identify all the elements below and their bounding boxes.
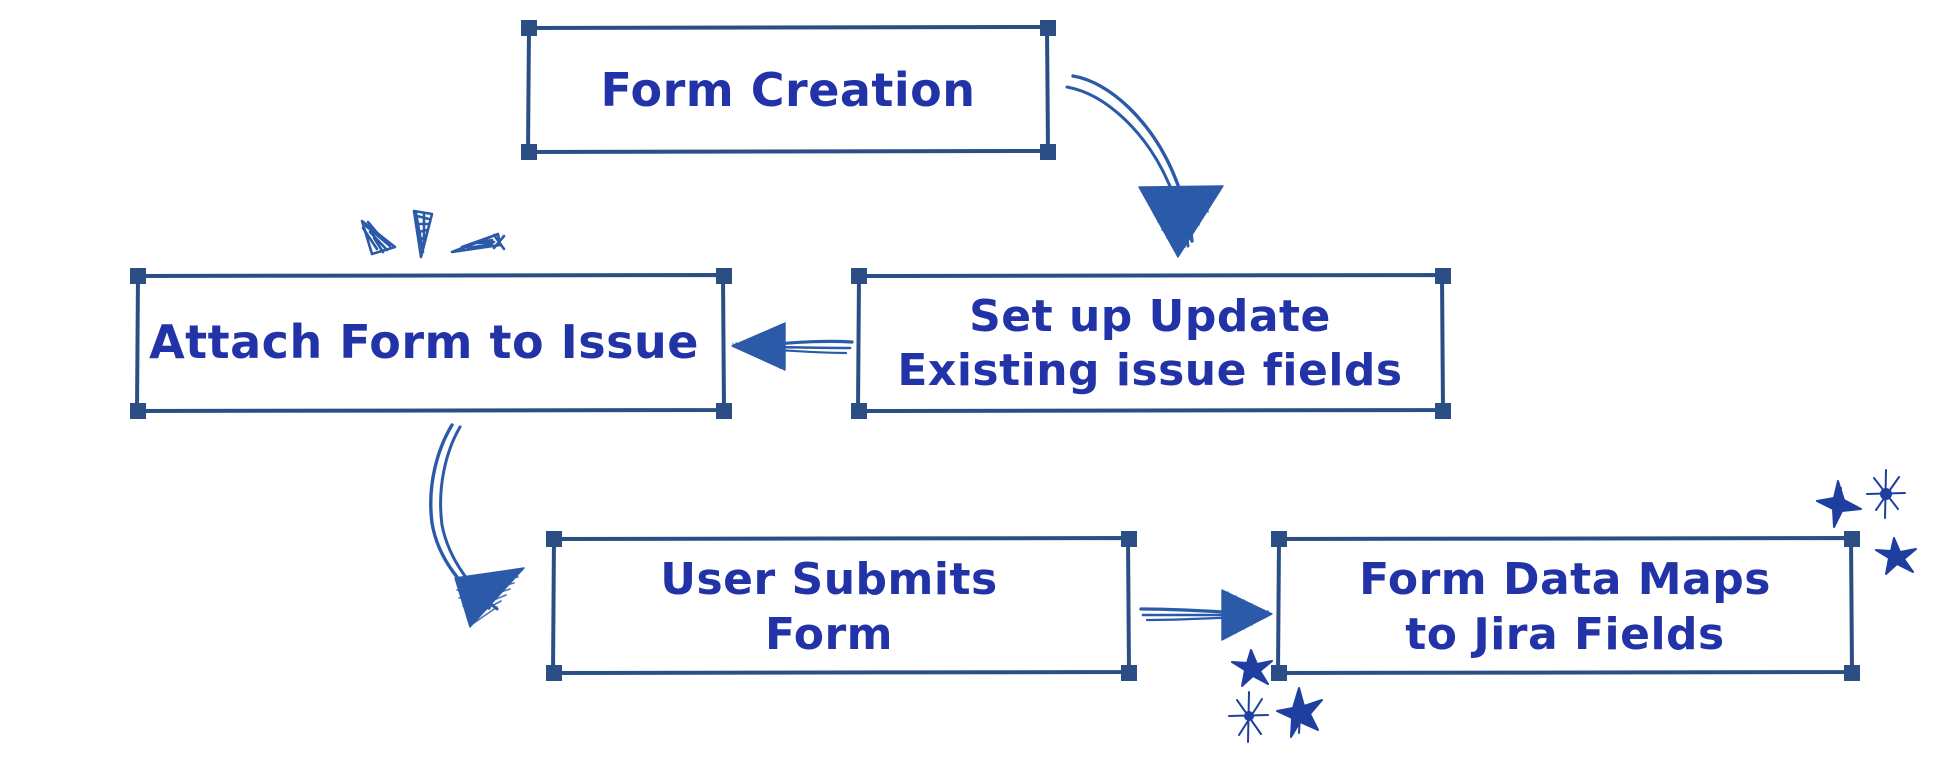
sparkle-star-icon-4 [1231,649,1273,687]
node-form-creation-border [526,25,1050,154]
node-user-submits-form-handle-tl[interactable] [546,531,562,547]
node-set-up-update-label-line-2: Existing issue fields [897,345,1402,396]
node-user-submits-form-handle-bl[interactable] [546,665,562,681]
node-attach-form-to-issue-label-line-1: Attach Form to Issue [149,315,699,369]
edge-set-up-update-to-attach-form[interactable] [731,322,854,371]
sparkle-star-icon-2 [1866,469,1906,519]
node-user-submits-form-fill [553,538,1129,673]
node-form-data-maps-fill [1278,538,1852,673]
edge-form-creation-to-set-up-update[interactable] [1065,74,1224,258]
node-set-up-update-handle-bl[interactable] [851,403,867,419]
sparkle-star-icon-6 [1276,687,1323,738]
sparkle-star-icon-5 [1228,691,1269,743]
node-form-data-maps-handle-tr[interactable] [1844,531,1860,547]
node-set-up-update-handle-tl[interactable] [851,268,867,284]
node-set-up-update-fill [858,275,1443,411]
node-user-submits-form-label-line-1: User Submits [660,554,997,605]
node-form-data-maps-handle-br[interactable] [1844,665,1860,681]
node-attach-form-to-issue-border [135,273,726,413]
node-set-up-update-existing-issue-fields[interactable]: Set up Update Existing issue fields [851,268,1451,419]
sparkle-star-icon-3 [1875,537,1917,575]
node-form-creation-fill [528,27,1048,152]
node-set-up-update-handle-tr[interactable] [1435,268,1451,284]
edge-4-arrowhead-scribble [1223,591,1271,638]
node-form-creation-handle-tr[interactable] [1040,20,1056,36]
node-user-submits-form-label-line-2: Form [765,609,893,660]
confetti-triangle-icon-1 [360,219,397,256]
node-user-submits-form-handle-tr[interactable] [1121,531,1137,547]
node-attach-form-to-issue-handle-tr[interactable] [716,268,732,284]
node-attach-form-to-issue-handle-br[interactable] [716,403,732,419]
node-form-data-maps-label-line-2: to Jira Fields [1405,609,1725,660]
node-form-data-maps-label-line-1: Form Data Maps [1359,554,1771,605]
node-set-up-update-border [856,273,1445,413]
node-form-creation-handle-tl[interactable] [521,20,537,36]
node-attach-form-to-issue-handle-tl[interactable] [130,268,146,284]
edge-attach-form-to-user-submits[interactable] [429,423,525,628]
decoration-confetti-group [360,209,506,259]
confetti-triangle-icon-3 [450,232,506,254]
node-set-up-update-label-line-1: Set up Update [969,291,1331,342]
node-attach-form-to-issue-fill [137,275,724,411]
node-attach-form-to-issue[interactable]: Attach Form to Issue [130,268,732,419]
node-form-data-maps-to-jira-fields[interactable]: Form Data Maps to Jira Fields [1271,531,1860,681]
node-user-submits-form[interactable]: User Submits Form [546,531,1137,681]
node-user-submits-form-handle-br[interactable] [1121,665,1137,681]
edge-user-submits-to-form-data-maps[interactable] [1139,589,1273,641]
node-form-creation-handle-bl[interactable] [521,144,537,160]
node-form-data-maps-handle-tl[interactable] [1271,531,1287,547]
edge-2-arrowhead-scribble [732,324,784,369]
confetti-triangle-icon-2 [412,209,434,259]
decoration-sparkle-group [1228,469,1917,743]
node-form-creation-label-line-1: Form Creation [600,63,975,117]
node-form-data-maps-handle-bl[interactable] [1271,665,1287,681]
node-form-creation-handle-br[interactable] [1040,144,1056,160]
node-form-creation[interactable]: Form Creation [521,20,1056,160]
edge-1-arrowhead-scribble [1142,187,1219,254]
node-user-submits-form-border [551,536,1131,675]
edge-3-arrowhead-scribble [456,569,522,624]
node-attach-form-to-issue-handle-bl[interactable] [130,403,146,419]
node-set-up-update-handle-br[interactable] [1435,403,1451,419]
sparkle-star-icon-1 [1816,480,1862,528]
node-form-data-maps-border [1276,536,1854,675]
